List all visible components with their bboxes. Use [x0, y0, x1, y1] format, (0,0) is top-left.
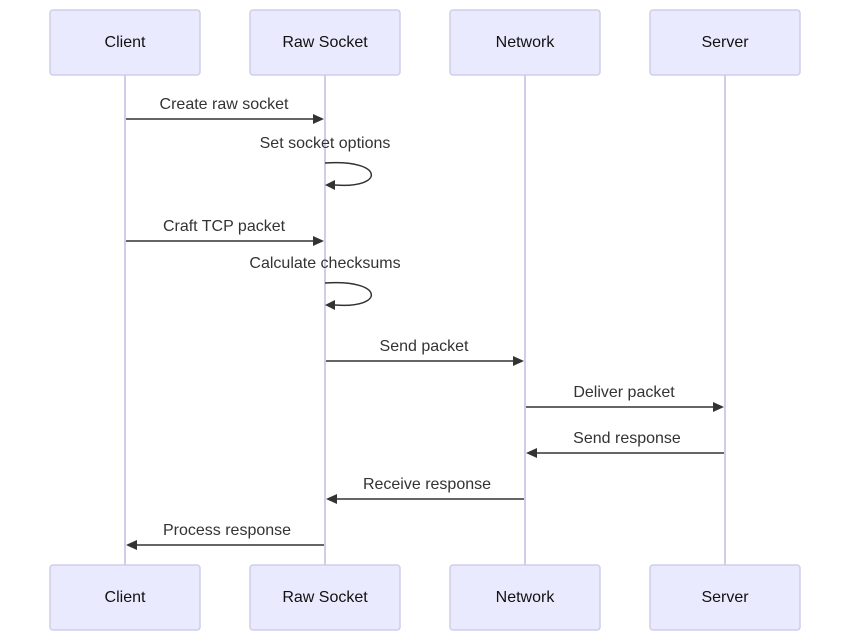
message-label: Send response	[573, 430, 681, 447]
message-1: Create raw socket	[126, 96, 324, 124]
actor-box	[649, 9, 801, 76]
arrowhead-icon	[513, 356, 524, 366]
message-label: Process response	[163, 522, 291, 539]
message-label: Calculate checksums	[249, 255, 400, 272]
arrowhead-icon	[313, 114, 324, 124]
actor-label: Client	[105, 34, 146, 51]
self-loop	[324, 161, 372, 187]
actor-label: Raw Socket	[282, 34, 368, 51]
actor-box	[449, 564, 601, 631]
actors-bottom: Client Raw Socket Network Server	[49, 564, 801, 631]
actor-server-top: Server	[649, 9, 801, 76]
message-5: Send packet	[326, 338, 524, 366]
actor-network-top: Network	[449, 9, 601, 76]
message-label: Craft TCP packet	[163, 218, 286, 235]
actor-rawsocket-bottom: Raw Socket	[249, 564, 401, 631]
message-label: Deliver packet	[573, 384, 675, 401]
actor-server-bottom: Server	[649, 564, 801, 631]
actor-label: Network	[496, 589, 556, 606]
arrowhead-icon	[526, 448, 537, 458]
actor-label: Network	[496, 34, 556, 51]
actors-top: Client Raw Socket Network Server	[49, 9, 801, 76]
message-3: Craft TCP packet	[126, 218, 324, 246]
message-6: Deliver packet	[526, 384, 724, 412]
actor-box	[649, 564, 801, 631]
arrowhead-icon	[325, 300, 335, 310]
actor-box	[249, 564, 401, 631]
actor-label: Server	[701, 589, 749, 606]
message-9: Process response	[126, 522, 324, 550]
arrowhead-icon	[313, 236, 324, 246]
message-8: Receive response	[326, 476, 524, 504]
actor-label: Client	[105, 589, 146, 606]
actor-box	[249, 9, 401, 76]
message-2: Set socket options	[260, 135, 391, 190]
arrowhead-icon	[326, 494, 337, 504]
lifelines	[124, 75, 726, 565]
arrowhead-icon	[126, 540, 137, 550]
actor-client-top: Client	[49, 9, 201, 76]
actor-label: Server	[701, 34, 749, 51]
message-4: Calculate checksums	[249, 255, 401, 310]
self-loop	[324, 281, 372, 307]
arrowhead-icon	[325, 180, 335, 190]
message-label: Create raw socket	[160, 96, 289, 113]
message-7: Send response	[526, 430, 724, 458]
actor-box	[49, 9, 201, 76]
arrowhead-icon	[713, 402, 724, 412]
message-label: Set socket options	[260, 135, 391, 152]
actor-network-bottom: Network	[449, 564, 601, 631]
message-label: Send packet	[380, 338, 470, 355]
message-label: Receive response	[363, 476, 491, 493]
actor-label: Raw Socket	[282, 589, 368, 606]
actor-box	[449, 9, 601, 76]
actor-client-bottom: Client	[49, 564, 201, 631]
actor-box	[49, 564, 201, 631]
actor-rawsocket-top: Raw Socket	[249, 9, 401, 76]
